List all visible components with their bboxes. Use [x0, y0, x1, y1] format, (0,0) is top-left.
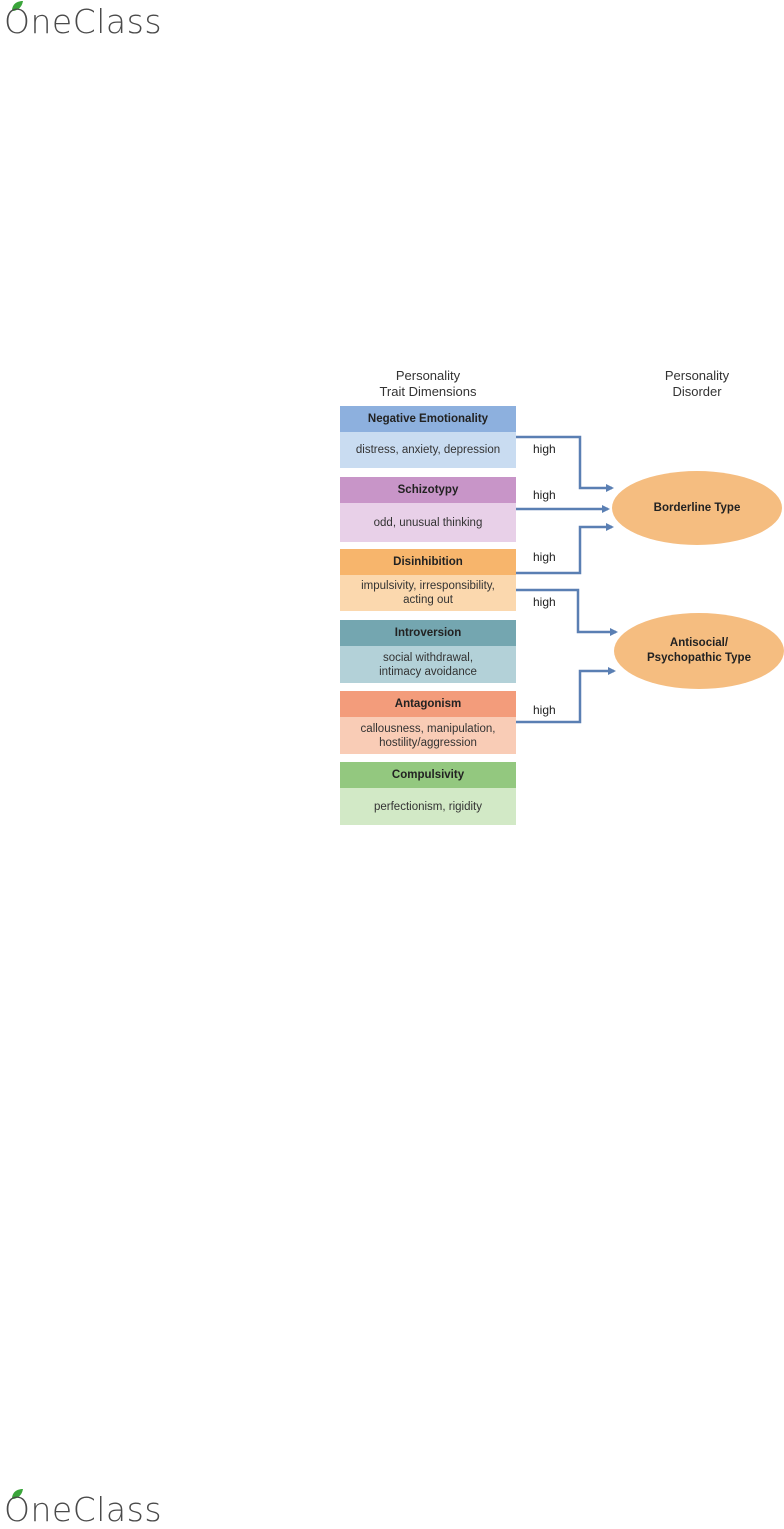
logo-text: OneClass [4, 1490, 163, 1529]
trait-compulsivity: Compulsivity perfectionism, rigidity [340, 762, 516, 825]
arrow-disinhibition-borderline [516, 523, 614, 575]
arrow-antagonism-antisocial [516, 667, 616, 724]
high-label: high [533, 442, 556, 456]
apple-leaf-icon [12, 1489, 23, 1499]
trait-title: Introversion [340, 620, 516, 646]
oneclass-logo: OneClass [2, 0, 192, 41]
trait-title: Compulsivity [340, 762, 516, 788]
high-label: high [533, 550, 556, 564]
trait-introversion: Introversion social withdrawal, intimacy… [340, 620, 516, 683]
high-label: high [533, 595, 556, 609]
logo-text: OneClass [4, 2, 163, 41]
oneclass-logo-footer: OneClass [2, 1488, 192, 1529]
personality-disorder-header: Personality Disorder [664, 368, 730, 399]
high-label: high [533, 488, 556, 502]
arrow-disinhibition-antisocial [516, 588, 618, 636]
trait-antagonism: Antagonism callousness, manipulation, ho… [340, 691, 516, 754]
trait-description: callousness, manipulation, hostility/agg… [340, 717, 516, 754]
trait-title: Antagonism [340, 691, 516, 717]
trait-schizotypy: Schizotypy odd, unusual thinking [340, 477, 516, 542]
disorder-borderline-type: Borderline Type [612, 471, 782, 545]
trait-disinhibition: Disinhibition impulsivity, irresponsibil… [340, 549, 516, 611]
trait-description: social withdrawal, intimacy avoidance [340, 646, 516, 683]
trait-description: distress, anxiety, depression [340, 432, 516, 468]
trait-description: perfectionism, rigidity [340, 788, 516, 825]
high-label: high [533, 703, 556, 717]
trait-description: odd, unusual thinking [340, 503, 516, 542]
disorder-antisocial-psychopathic-type: Antisocial/ Psychopathic Type [614, 613, 784, 689]
trait-description: impulsivity, irresponsibility, acting ou… [340, 575, 516, 611]
trait-title: Schizotypy [340, 477, 516, 503]
trait-dimensions-header: Personality Trait Dimensions [379, 368, 477, 399]
arrow-negative-emotionality-borderline [516, 435, 614, 492]
trait-negative-emotionality: Negative Emotionality distress, anxiety,… [340, 406, 516, 468]
trait-title: Disinhibition [340, 549, 516, 575]
trait-title: Negative Emotionality [340, 406, 516, 432]
apple-leaf-icon [12, 1, 23, 11]
